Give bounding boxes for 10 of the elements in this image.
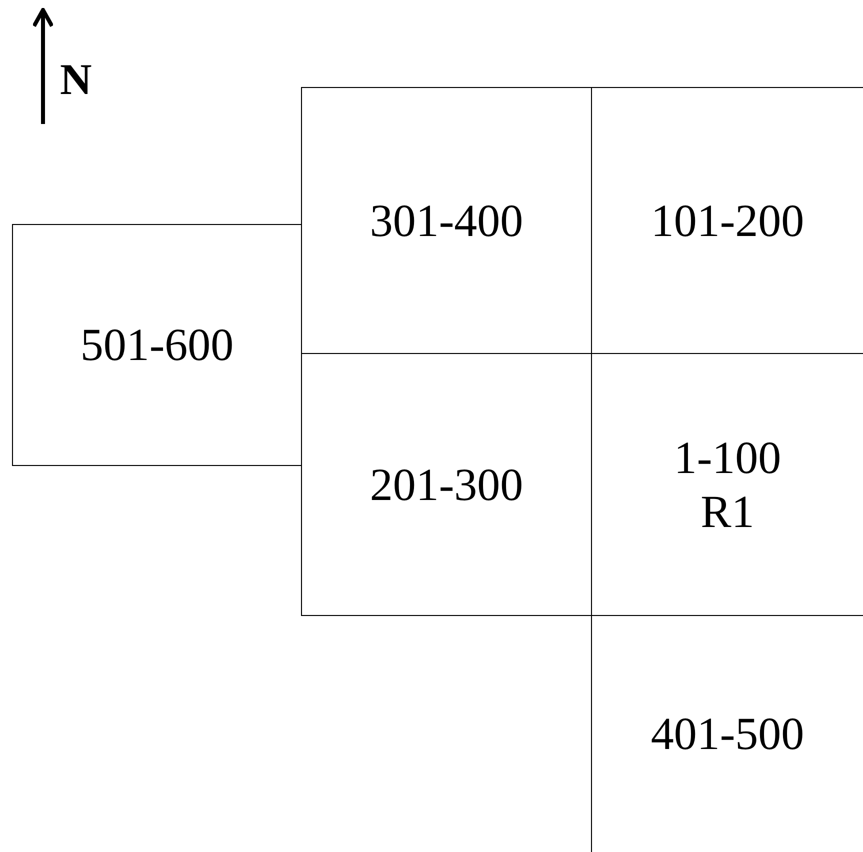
plan-area (12, 224, 302, 466)
range-label: 101-200 (650, 194, 804, 248)
range-label: 201-300 (370, 458, 524, 512)
range-label: 401-500 (650, 707, 804, 761)
range-label: 1-100 (674, 430, 782, 484)
range-label: 301-400 (370, 194, 524, 248)
range-label: 501-600 (80, 318, 234, 372)
room-code-label: R1 (700, 484, 754, 538)
north-label: N (60, 56, 92, 104)
plan-area (301, 353, 592, 616)
